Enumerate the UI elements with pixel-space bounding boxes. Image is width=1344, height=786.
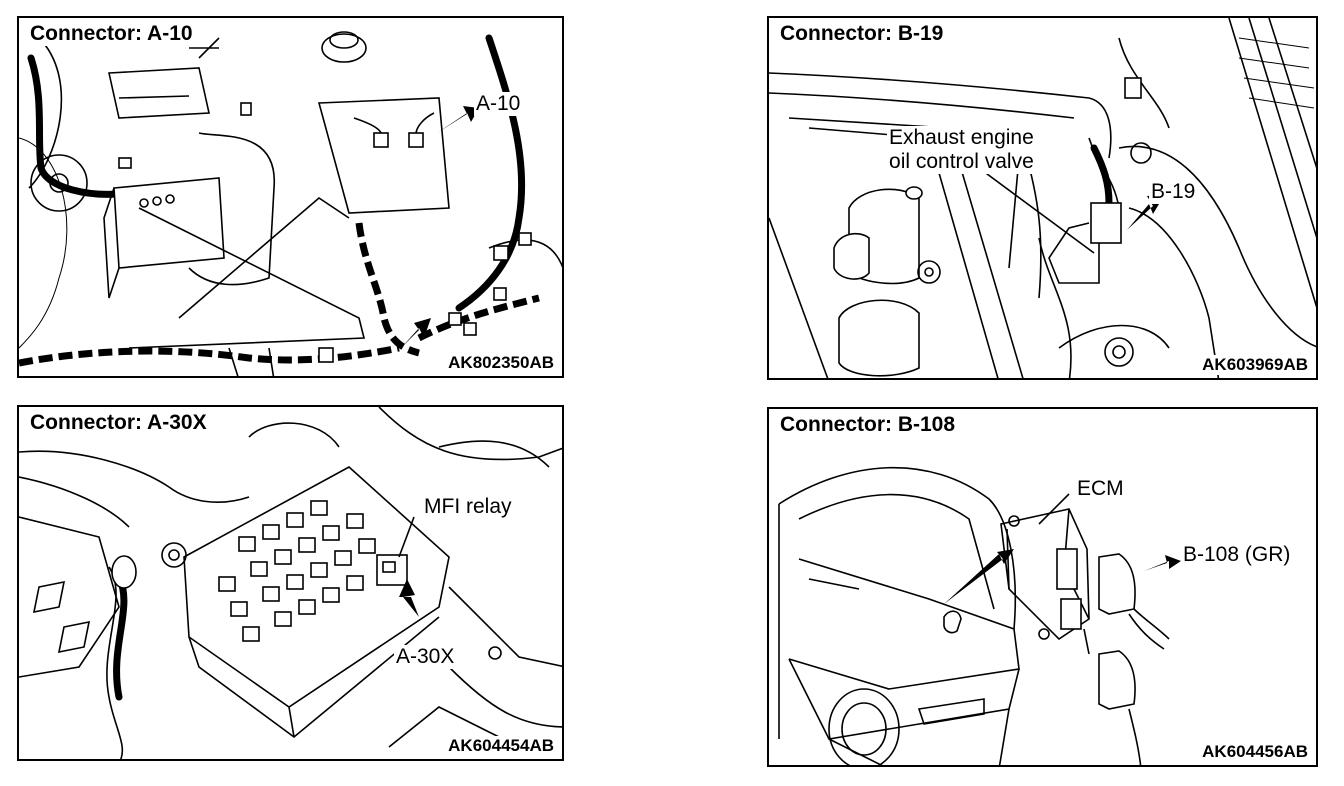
engine-bay-illustration-a10 [19, 31, 562, 376]
vehicle-ecm-illustration-b108 [778, 466, 1181, 765]
figure-code: AK603969AB [1200, 355, 1310, 375]
panel-connector-a30x: Connector: A-30X MFI relay A-30X AK60445… [17, 405, 564, 761]
panel-connector-b108: Connector: B-108 ECM B-108 (GR) AK604456… [767, 407, 1318, 767]
ecm-label: ECM [1075, 477, 1126, 501]
engine-bay-illustration-a30x [19, 407, 562, 759]
figure-code: AK604456AB [1200, 742, 1310, 762]
panel-title: Connector: A-30X [27, 411, 210, 435]
panel-title: Connector: A-10 [27, 22, 196, 46]
connector-callout-a10: A-10 [474, 92, 523, 116]
figure-code: AK604454AB [446, 736, 556, 756]
connector-callout-b108: B-108 (GR) [1181, 543, 1293, 567]
connector-callout-b19: B-19 [1149, 180, 1198, 204]
panel-connector-b19: Connector: B-19 Exhaust engine oil contr… [767, 16, 1318, 380]
connector-callout-a30x: A-30X [394, 645, 457, 669]
panel-title: Connector: B-19 [777, 22, 947, 46]
panel-title: Connector: B-108 [777, 413, 959, 437]
mfi-relay-label: MFI relay [422, 495, 514, 519]
panel-connector-a10: Connector: A-10 A-10 AK802350AB [17, 16, 564, 378]
engine-bay-illustration-b19 [769, 18, 1316, 378]
figure-code: AK802350AB [446, 353, 556, 373]
exhaust-oil-control-valve-label: Exhaust engine oil control valve [887, 126, 1036, 174]
